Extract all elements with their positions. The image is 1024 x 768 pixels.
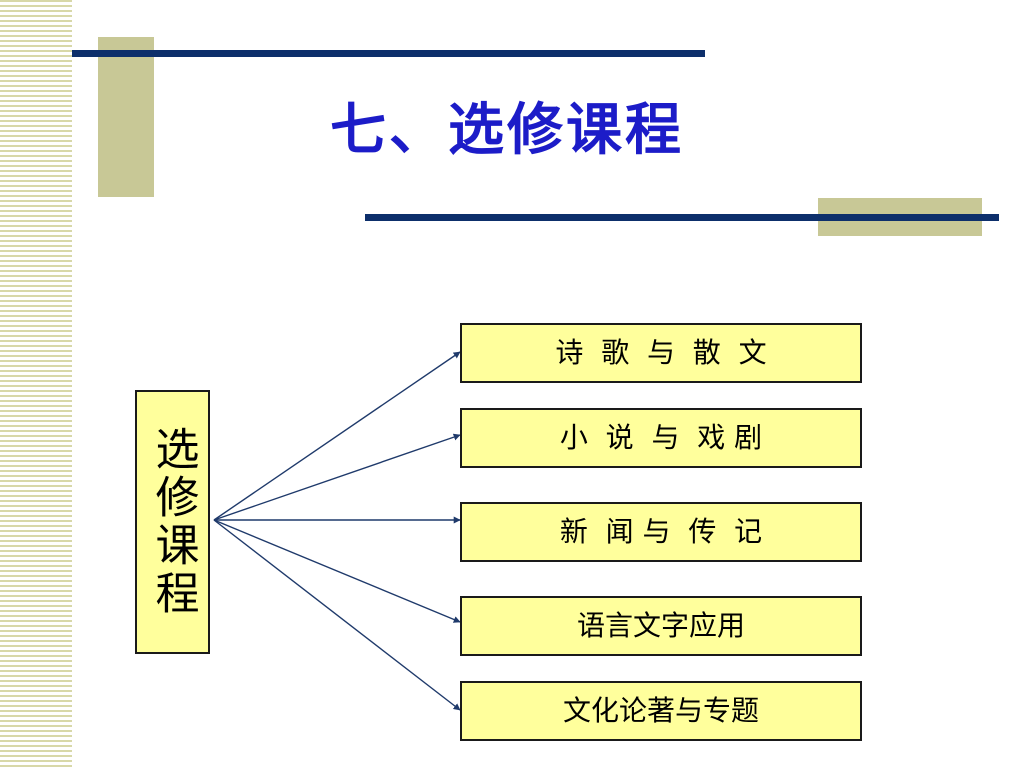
course-label: 诗 歌 与 散 文 bbox=[555, 336, 767, 369]
arrow-to-course-1 bbox=[213, 351, 461, 521]
course-box-news-biography: 新 闻 与 传 记 bbox=[460, 502, 862, 562]
page-title: 七、选修课程 bbox=[330, 97, 684, 163]
title-rule-bottom bbox=[365, 214, 999, 221]
course-box-fiction-drama: 小 说 与 戏 剧 bbox=[460, 408, 862, 468]
course-box-culture-topics: 文化论著与专题 bbox=[460, 681, 862, 741]
title-rule-top bbox=[72, 50, 705, 57]
decorative-block-left bbox=[98, 37, 154, 197]
root-node-label: 选修课程 bbox=[147, 426, 199, 618]
arrow-to-course-2 bbox=[213, 433, 461, 521]
course-label: 小 说 与 戏 剧 bbox=[559, 421, 763, 454]
arrow-to-course-5 bbox=[213, 519, 461, 711]
course-box-poetry-prose: 诗 歌 与 散 文 bbox=[460, 323, 862, 383]
arrow-to-course-4 bbox=[213, 519, 461, 623]
root-node-box: 选修课程 bbox=[135, 390, 210, 654]
course-label: 新 闻 与 传 记 bbox=[559, 515, 763, 548]
decorative-stripe-band bbox=[0, 0, 72, 768]
course-label: 语言文字应用 bbox=[576, 609, 745, 642]
course-label: 文化论著与专题 bbox=[562, 694, 759, 727]
course-box-language-application: 语言文字应用 bbox=[460, 596, 862, 656]
